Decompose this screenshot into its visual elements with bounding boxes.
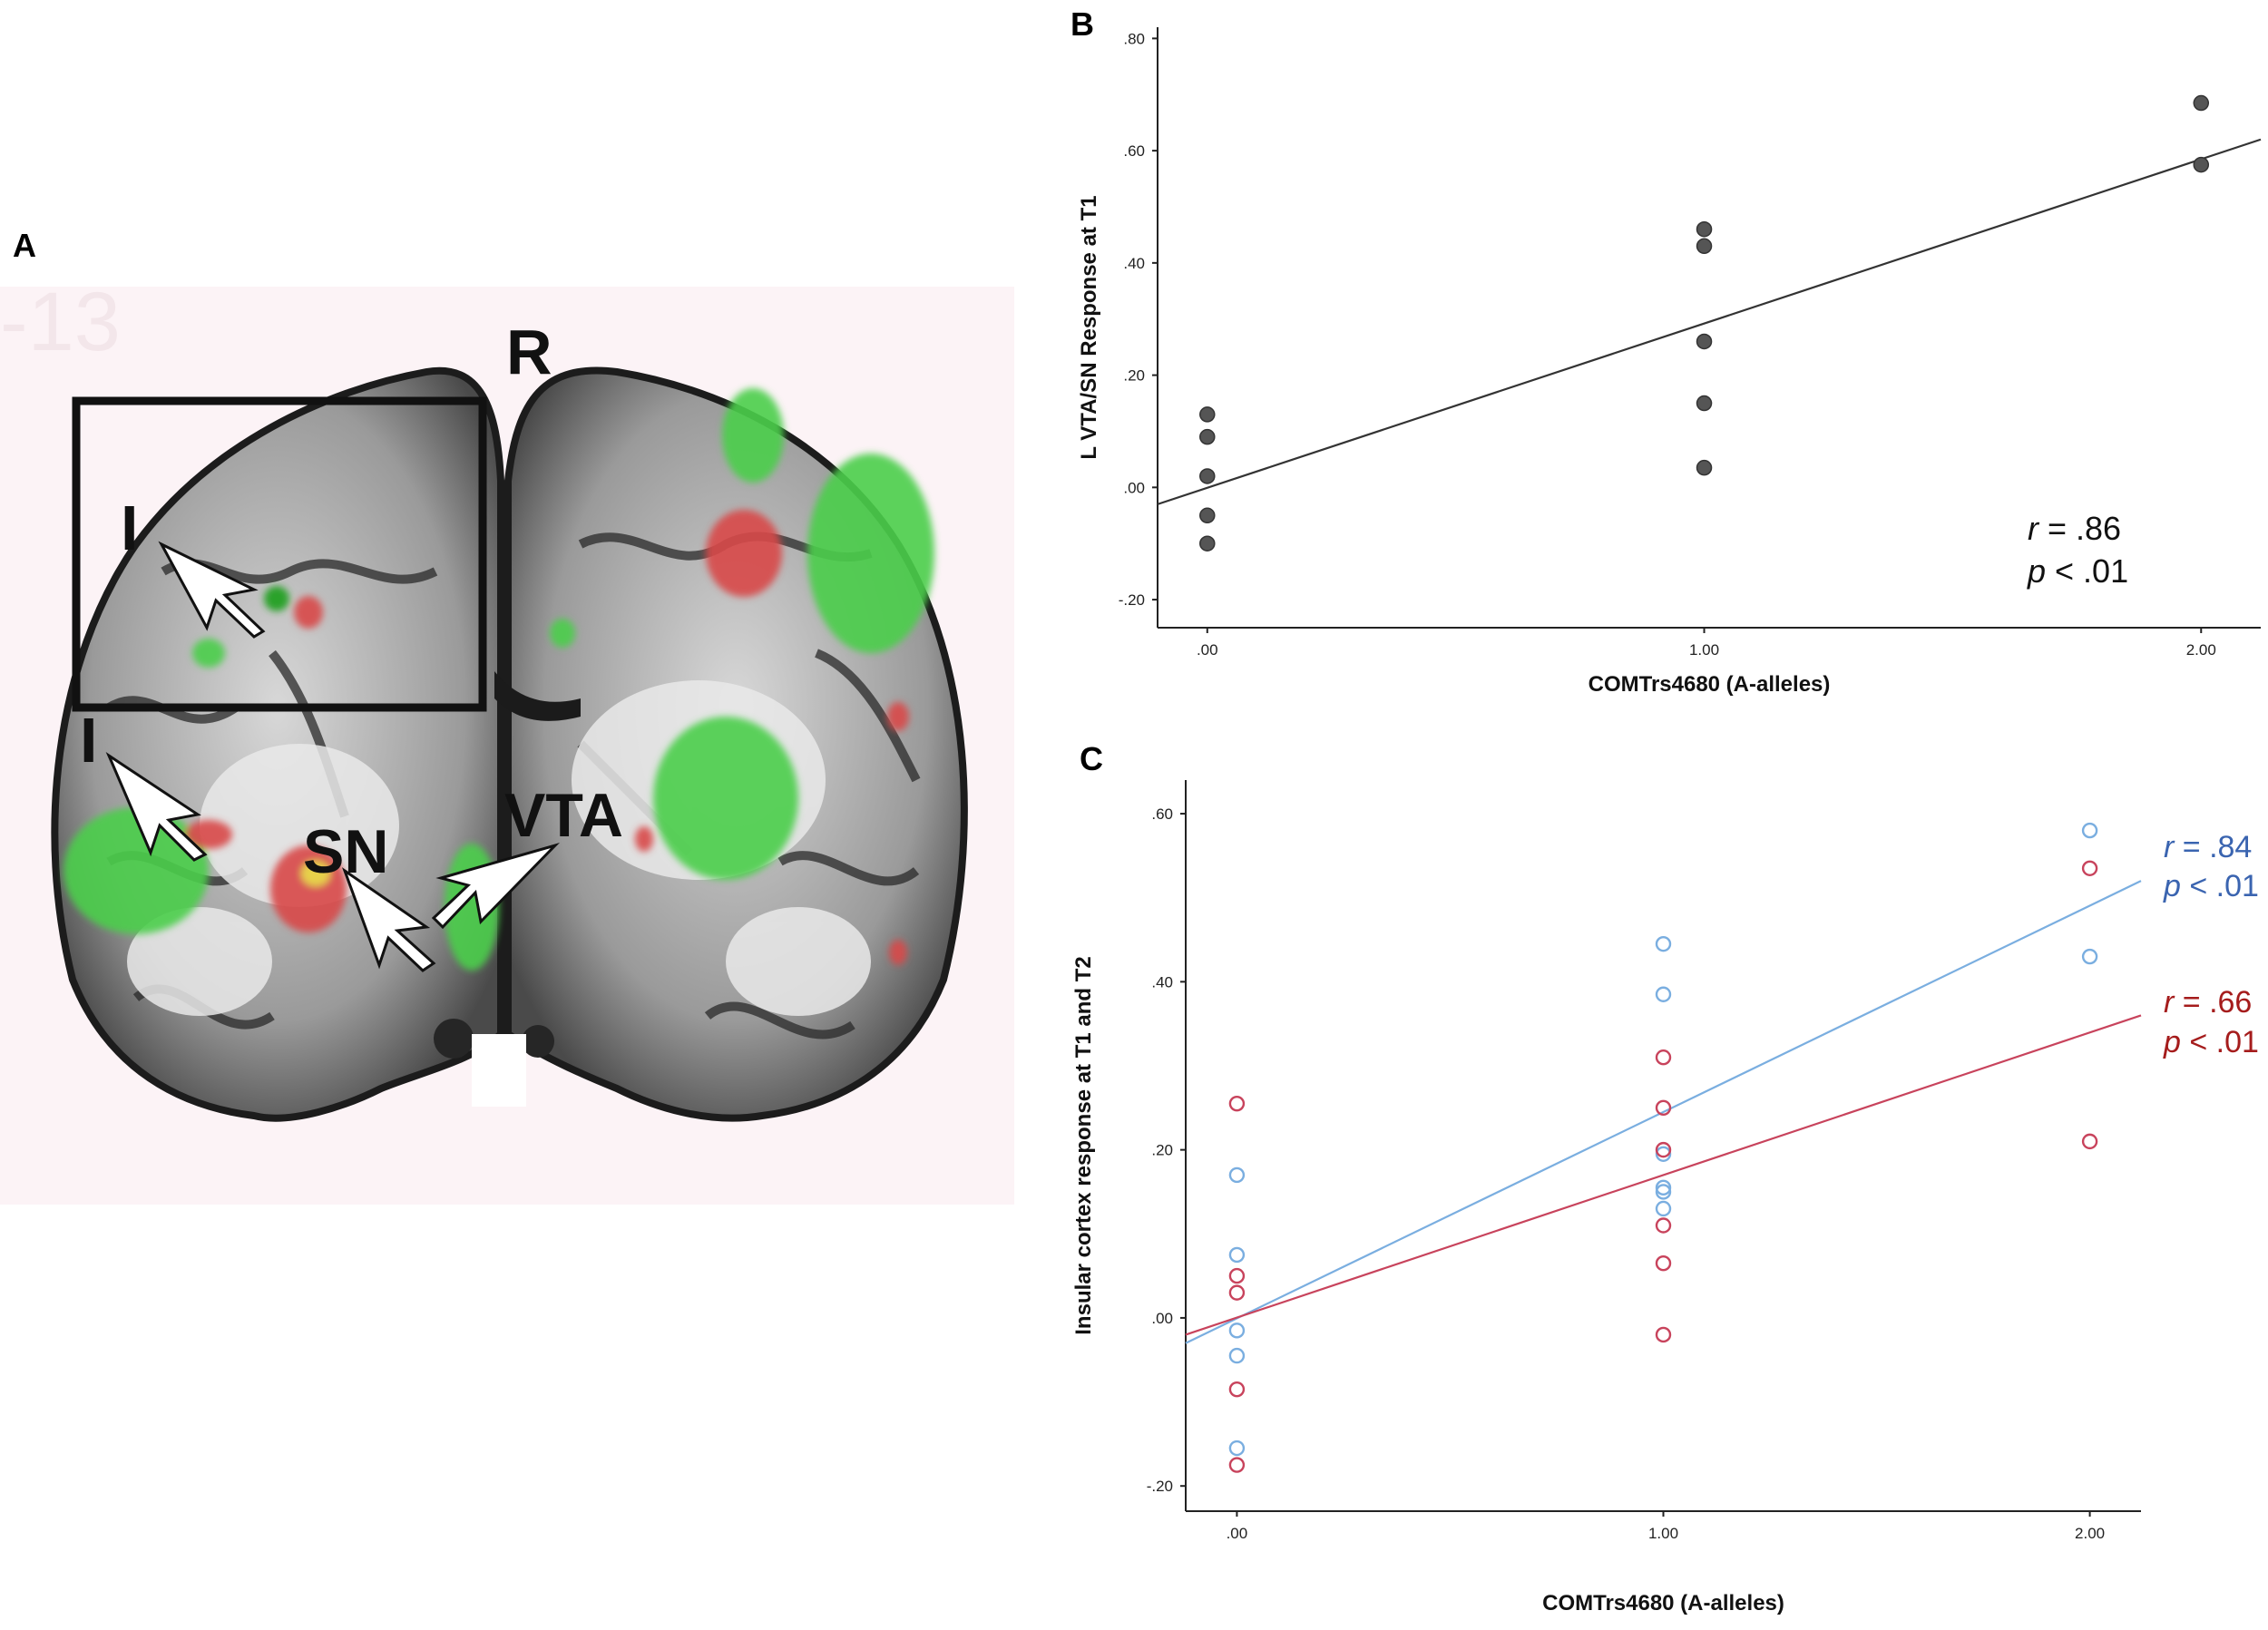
stats-annotations: r = .84 p < .01 r = .66 p < .01 xyxy=(2163,830,2259,1059)
y-axis-title: L VTA/SN Response at T1 xyxy=(1077,195,1101,459)
insula-label-upper: I xyxy=(121,493,138,563)
data-point xyxy=(1199,535,1216,551)
slice-number: -13 xyxy=(0,276,121,368)
fit-line xyxy=(1185,880,2142,1344)
chart-c-svg: .00 1.00 2.00 -.20 .00 .20 .40 .60 COMTrs4680 (… xyxy=(1071,780,2259,1615)
data-point xyxy=(1228,1457,1246,1473)
x-tick-label: 2.00 xyxy=(2075,1525,2105,1542)
y-tick-label: .40 xyxy=(1123,255,1145,272)
data-point xyxy=(1655,1326,1672,1343)
x-tick-label: .00 xyxy=(1227,1525,1248,1542)
fit-line xyxy=(1185,1014,2142,1336)
data-point xyxy=(2193,156,2210,173)
data-point xyxy=(1228,1347,1246,1364)
brain-slice-figure: -13 xyxy=(0,276,1014,1205)
data-point xyxy=(2081,948,2098,965)
y-tick-label: .20 xyxy=(1151,1142,1173,1159)
annotation-blue-r: r = .84 xyxy=(2164,830,2252,864)
panel-letter-c: C xyxy=(1080,740,1103,777)
data-point xyxy=(1696,395,1713,412)
y-tick-label: .00 xyxy=(1123,479,1145,496)
data-point xyxy=(1655,1146,1672,1162)
data-point xyxy=(2081,822,2098,839)
data-point xyxy=(1228,1381,1246,1398)
panel-letter-a: A xyxy=(13,227,36,264)
panel-letter-b: B xyxy=(1070,5,1094,43)
data-point xyxy=(1655,1179,1672,1196)
data-point xyxy=(1199,406,1216,423)
insula-label-lower: I xyxy=(80,705,97,776)
vta-label: VTA xyxy=(504,781,623,850)
annotation-p: p < .01 xyxy=(2027,552,2128,590)
y-tick-label: -.20 xyxy=(1119,591,1145,609)
data-point xyxy=(1228,1166,1246,1184)
data-point xyxy=(1655,1217,1672,1234)
data-point xyxy=(1199,428,1216,445)
orientation-label: R xyxy=(506,317,552,387)
data-point xyxy=(1696,238,1713,255)
chart-b: .00 1.00 2.00 -.20 .00 .20 .40 .60 .80 COMTrs468… xyxy=(1070,0,2268,717)
x-tick-label: .00 xyxy=(1197,641,1218,659)
data-point xyxy=(1655,1049,1672,1066)
x-tick-label: 1.00 xyxy=(1689,641,1719,659)
data-point xyxy=(1655,1184,1672,1200)
y-tick-label: .60 xyxy=(1151,805,1173,823)
data-point xyxy=(2081,860,2098,876)
data-point xyxy=(1655,986,1672,1002)
x-axis-title: COMTrs4680 (A-alleles) xyxy=(1589,672,1831,697)
data-point xyxy=(2081,1133,2098,1150)
y-axis-title: Insular cortex response at T1 and T2 xyxy=(1071,956,1096,1334)
data-point xyxy=(1228,1267,1246,1284)
data-point xyxy=(1696,459,1713,476)
data-point xyxy=(1228,1284,1246,1301)
y-tick-label: .40 xyxy=(1151,973,1173,991)
sn-label: SN xyxy=(303,817,388,886)
annotation-blue-p: p < .01 xyxy=(2163,869,2259,903)
brain-slice-panel: -13 xyxy=(0,272,1025,1206)
y-tick-label: .80 xyxy=(1123,30,1145,47)
y-tick-label: .60 xyxy=(1123,142,1145,160)
data-point xyxy=(1228,1323,1246,1339)
activation-clusters xyxy=(64,388,934,971)
inset-box xyxy=(72,396,487,712)
y-tick-label: .00 xyxy=(1151,1310,1173,1327)
annotation-r: r = .86 xyxy=(2028,510,2121,547)
data-point xyxy=(1199,507,1216,524)
data-point xyxy=(1696,333,1713,350)
annotation-red-r: r = .66 xyxy=(2164,985,2252,1020)
y-tick-label: -.20 xyxy=(1147,1478,1173,1495)
data-point xyxy=(1655,1141,1672,1158)
chart-c: .00 1.00 2.00 -.20 .00 .20 .40 .60 COMTrs4680 (… xyxy=(1052,735,2268,1625)
data-point xyxy=(1228,1095,1246,1112)
data-point xyxy=(1655,1099,1672,1117)
data-point xyxy=(1655,935,1672,952)
annotation-red-p: p < .01 xyxy=(2163,1025,2259,1059)
data-point xyxy=(1199,468,1216,484)
data-point xyxy=(1228,1246,1246,1264)
fit-line xyxy=(1157,138,2262,505)
data-point xyxy=(2193,94,2210,112)
y-tick-label: .20 xyxy=(1123,367,1145,385)
data-point xyxy=(1696,220,1713,238)
label-arrows xyxy=(105,541,561,972)
x-tick-label: 2.00 xyxy=(2186,641,2216,659)
data-point xyxy=(1228,1440,1246,1457)
stats-annotation: r = .86 p < .01 xyxy=(2027,510,2128,590)
x-axis-title: COMTrs4680 (A-alleles) xyxy=(1542,1591,1784,1615)
data-point xyxy=(1655,1255,1672,1272)
x-tick-label: 1.00 xyxy=(1648,1525,1678,1542)
chart-b-svg: .00 1.00 2.00 -.20 .00 .20 .40 .60 .80 COMTrs468… xyxy=(1077,27,2262,697)
data-point xyxy=(1655,1200,1672,1217)
